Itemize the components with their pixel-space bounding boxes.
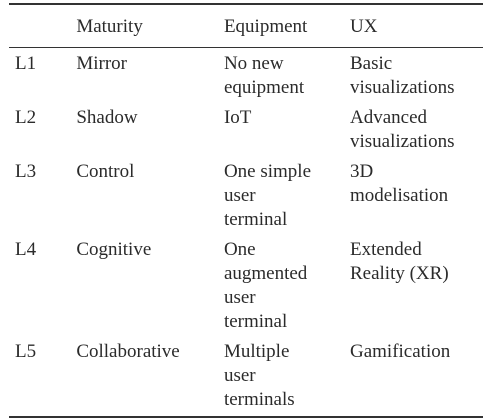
cell-equipment: No new equipment <box>220 48 346 105</box>
cell-ux: Extended Reality (XR) <box>346 236 483 338</box>
cell-ux-line: Reality (XR) <box>349 263 449 284</box>
table-row: L1 Mirror No new equipment Basic visuali… <box>9 48 483 105</box>
table-row: L3 Control One simple user terminal 3D m… <box>9 158 483 236</box>
cell-equipment-line: One <box>223 239 256 260</box>
maturity-table-container: Maturity Equipment UX L1 Mirror No new e… <box>9 4 483 417</box>
cell-ux-line: Extended <box>349 239 422 260</box>
cell-equipment-line: terminal <box>223 311 288 332</box>
cell-ux-line: 3D <box>349 161 374 182</box>
header-ux: UX <box>349 16 378 37</box>
table-row: L2 Shadow IoT Advanced visualizations <box>9 104 483 158</box>
cell-level: L2 <box>15 107 37 128</box>
cell-equipment-line: terminals <box>223 389 295 410</box>
cell-maturity: Shadow <box>76 107 138 128</box>
cell-ux-line: Gamification <box>349 341 451 362</box>
cell-ux-line: visualizations <box>349 131 455 152</box>
cell-equipment-line: user <box>223 185 256 206</box>
cell-maturity: Mirror <box>76 53 127 74</box>
cell-equipment-line: user <box>223 287 256 308</box>
cell-maturity: Collaborative <box>76 341 180 362</box>
cell-ux: 3D modelisation <box>346 158 483 236</box>
cell-ux-line: visualizations <box>349 77 455 98</box>
cell-equipment-line: No new <box>223 53 284 74</box>
cell-ux-line: Basic <box>349 53 393 74</box>
cell-ux: Advanced visualizations <box>346 104 483 158</box>
table-row: L5 Collaborative Multiple user terminals… <box>9 338 483 417</box>
cell-equipment: IoT <box>220 104 346 158</box>
cell-equipment-line: terminal <box>223 209 288 230</box>
cell-maturity: Control <box>76 161 135 182</box>
cell-ux: Gamification <box>346 338 483 417</box>
cell-equipment-line: IoT <box>223 107 252 128</box>
cell-equipment-line: equipment <box>223 77 305 98</box>
cell-equipment-line: One simple <box>223 161 312 182</box>
cell-level: L5 <box>15 341 37 362</box>
cell-ux-line: Advanced <box>349 107 428 128</box>
header-level <box>9 4 70 48</box>
cell-level: L1 <box>15 53 37 74</box>
cell-equipment-line: augmented <box>223 263 308 284</box>
header-maturity: Maturity <box>76 16 143 37</box>
maturity-table: Maturity Equipment UX L1 Mirror No new e… <box>9 3 483 418</box>
cell-equipment: One augmented user terminal <box>220 236 346 338</box>
header-equipment: Equipment <box>223 16 308 37</box>
table-header-row: Maturity Equipment UX <box>9 4 483 48</box>
cell-equipment-line: user <box>223 365 256 386</box>
cell-equipment: One simple user terminal <box>220 158 346 236</box>
cell-maturity: Cognitive <box>76 239 152 260</box>
cell-equipment: Multiple user terminals <box>220 338 346 417</box>
cell-equipment-line: Multiple <box>223 341 290 362</box>
cell-level: L4 <box>15 239 37 260</box>
cell-level: L3 <box>15 161 37 182</box>
cell-ux-line: modelisation <box>349 185 449 206</box>
cell-ux: Basic visualizations <box>346 48 483 105</box>
table-row: L4 Cognitive One augmented user terminal… <box>9 236 483 338</box>
